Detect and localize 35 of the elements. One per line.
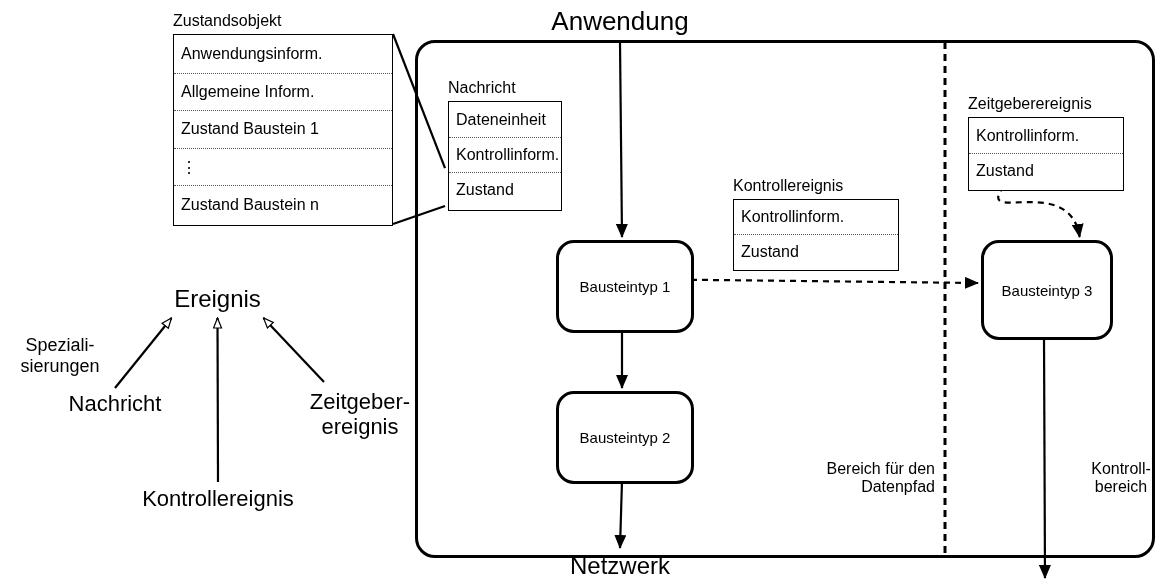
record-title: Zustandsobjekt [173, 11, 283, 31]
record-field: Zustand Baustein 1 [174, 110, 392, 148]
record-field: Allgemeine Inform. [174, 72, 392, 111]
process-box: Bausteintyp 2 [556, 391, 694, 484]
record-field: ⋮ [174, 147, 392, 186]
node-label: Zeitgeber- ereignis [300, 382, 420, 446]
record-field: Zustand [969, 153, 1123, 188]
node-label: Ereignis [160, 280, 275, 318]
node-label: Netzwerk [565, 548, 675, 584]
record-title: Nachricht [448, 78, 517, 98]
node-label: Kontrollereignis [128, 482, 308, 516]
region-frame [415, 40, 1155, 558]
node-label: Anwendung [545, 2, 695, 42]
record-field: Zustand Baustein n [174, 185, 392, 223]
record-title: Kontrollereignis [733, 176, 845, 196]
record-field: Kontrollinform. [969, 118, 1123, 153]
region-label: Speziali- sierungen [19, 334, 101, 378]
connector-line [391, 33, 447, 169]
node-label: Nachricht [45, 388, 185, 420]
region-label: Kontroll- bereich [1090, 458, 1152, 497]
record-field: Zustand [734, 234, 898, 268]
record-field: Zustand [449, 172, 561, 207]
process-box: Bausteintyp 3 [981, 240, 1113, 340]
record-field: Anwendungsinform. [174, 35, 392, 73]
region-label: Bereich für den Datenpfad [825, 458, 935, 497]
connector-line [392, 204, 446, 226]
arrow [114, 317, 173, 389]
process-box: Bausteintyp 1 [556, 240, 694, 333]
record-field: Kontrollinform. [449, 137, 561, 172]
record-field: Dateneinheit [449, 102, 561, 137]
arrow [615, 42, 628, 238]
record-field: Kontrollinform. [734, 200, 898, 234]
arrow [262, 317, 325, 383]
record-title: Zeitgeberereignis [968, 94, 1093, 114]
arrow [212, 317, 223, 482]
